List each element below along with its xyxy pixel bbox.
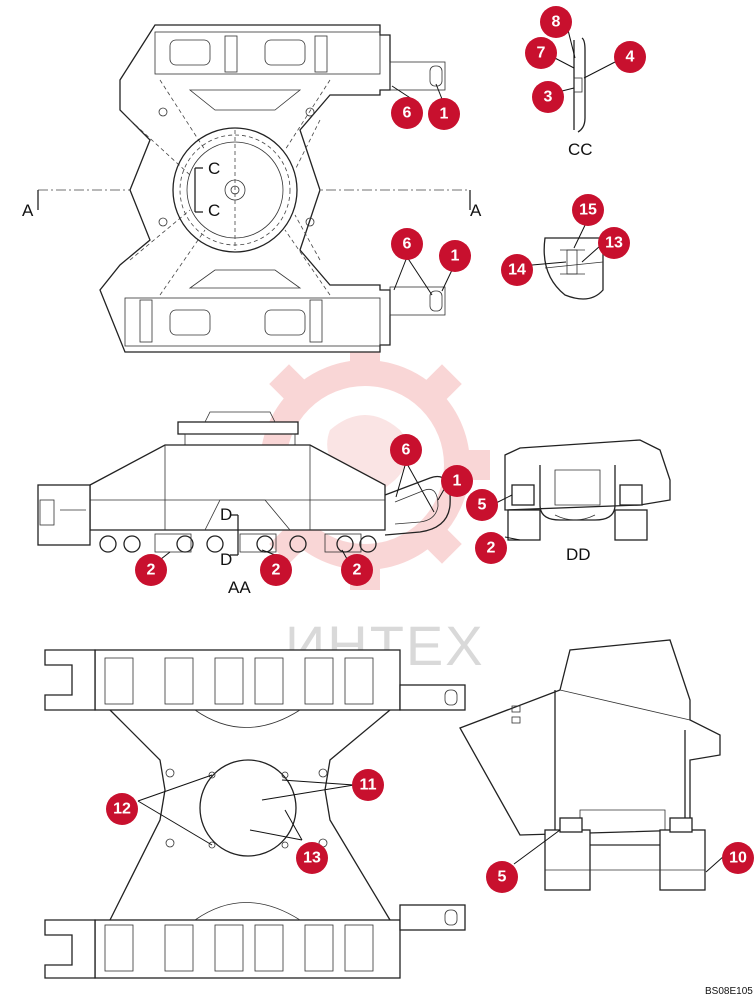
callout-2[interactable]: 2 bbox=[341, 554, 373, 586]
roller-row bbox=[99, 533, 377, 553]
section-label-d-lower: D bbox=[220, 550, 232, 569]
svg-text:13: 13 bbox=[303, 850, 321, 867]
svg-text:5: 5 bbox=[498, 869, 507, 886]
figure-reference: BS08E105 bbox=[705, 986, 753, 997]
callout-10[interactable]: 10 bbox=[722, 842, 754, 874]
callout-5[interactable]: 5 bbox=[486, 861, 518, 893]
svg-text:2: 2 bbox=[487, 540, 496, 557]
callouts: 6 1 6 1 8 7 4 3 15 13 14 6 1 5 2 bbox=[106, 6, 754, 893]
section-label-d-upper: D bbox=[220, 505, 232, 524]
svg-text:6: 6 bbox=[402, 442, 411, 459]
callout-13[interactable]: 13 bbox=[296, 842, 328, 874]
callout-1[interactable]: 1 bbox=[441, 465, 473, 497]
svg-text:8: 8 bbox=[552, 14, 561, 31]
svg-text:1: 1 bbox=[451, 248, 460, 265]
callout-2[interactable]: 2 bbox=[475, 532, 507, 564]
callout-8[interactable]: 8 bbox=[540, 6, 572, 38]
detail-label-dd: DD bbox=[566, 545, 591, 564]
svg-text:11: 11 bbox=[360, 777, 377, 794]
section-label-c-lower: C bbox=[208, 201, 220, 220]
detail-circular bbox=[543, 237, 604, 300]
bottom-plan-view bbox=[44, 649, 466, 979]
callout-2[interactable]: 2 bbox=[135, 554, 167, 586]
callout-7[interactable]: 7 bbox=[525, 37, 557, 69]
svg-text:14: 14 bbox=[508, 262, 526, 279]
section-label-a-left: A bbox=[22, 201, 34, 220]
svg-text:2: 2 bbox=[272, 562, 281, 579]
callout-6[interactable]: 6 bbox=[390, 434, 422, 466]
callout-5[interactable]: 5 bbox=[466, 489, 498, 521]
svg-text:2: 2 bbox=[353, 562, 362, 579]
perspective-view bbox=[459, 639, 721, 891]
detail-dd: DD bbox=[504, 439, 671, 564]
callout-15[interactable]: 15 bbox=[572, 194, 604, 226]
svg-text:13: 13 bbox=[605, 235, 623, 252]
svg-text:2: 2 bbox=[147, 562, 156, 579]
callout-2[interactable]: 2 bbox=[260, 554, 292, 586]
svg-text:6: 6 bbox=[403, 236, 412, 253]
svg-text:15: 15 bbox=[579, 202, 597, 219]
side-view-aa: D D AA bbox=[37, 411, 451, 597]
section-label-a-right: A bbox=[470, 201, 482, 220]
svg-text:1: 1 bbox=[453, 473, 462, 490]
svg-text:1: 1 bbox=[440, 106, 449, 123]
svg-text:4: 4 bbox=[626, 49, 635, 66]
callout-13[interactable]: 13 bbox=[598, 227, 630, 259]
section-label-c-upper: C bbox=[208, 159, 220, 178]
svg-text:12: 12 bbox=[113, 801, 131, 818]
callout-3[interactable]: 3 bbox=[532, 81, 564, 113]
top-plan-view: A A C C bbox=[22, 24, 482, 353]
svg-text:7: 7 bbox=[537, 45, 546, 62]
view-label-aa: AA bbox=[228, 578, 251, 597]
svg-text:10: 10 bbox=[729, 850, 747, 867]
detail-label-cc: CC bbox=[568, 140, 593, 159]
svg-text:5: 5 bbox=[478, 497, 487, 514]
detail-cc: CC bbox=[568, 37, 593, 159]
callout-4[interactable]: 4 bbox=[614, 41, 646, 73]
svg-text:6: 6 bbox=[403, 105, 412, 122]
callout-6[interactable]: 6 bbox=[391, 97, 423, 129]
svg-text:3: 3 bbox=[544, 89, 553, 106]
callout-14[interactable]: 14 bbox=[501, 254, 533, 286]
leader-lines bbox=[137, 29, 725, 873]
callout-12[interactable]: 12 bbox=[106, 793, 138, 825]
callout-6[interactable]: 6 bbox=[391, 228, 423, 260]
callout-11[interactable]: 11 bbox=[352, 769, 384, 801]
callout-1[interactable]: 1 bbox=[428, 98, 460, 130]
callout-1[interactable]: 1 bbox=[439, 240, 471, 272]
